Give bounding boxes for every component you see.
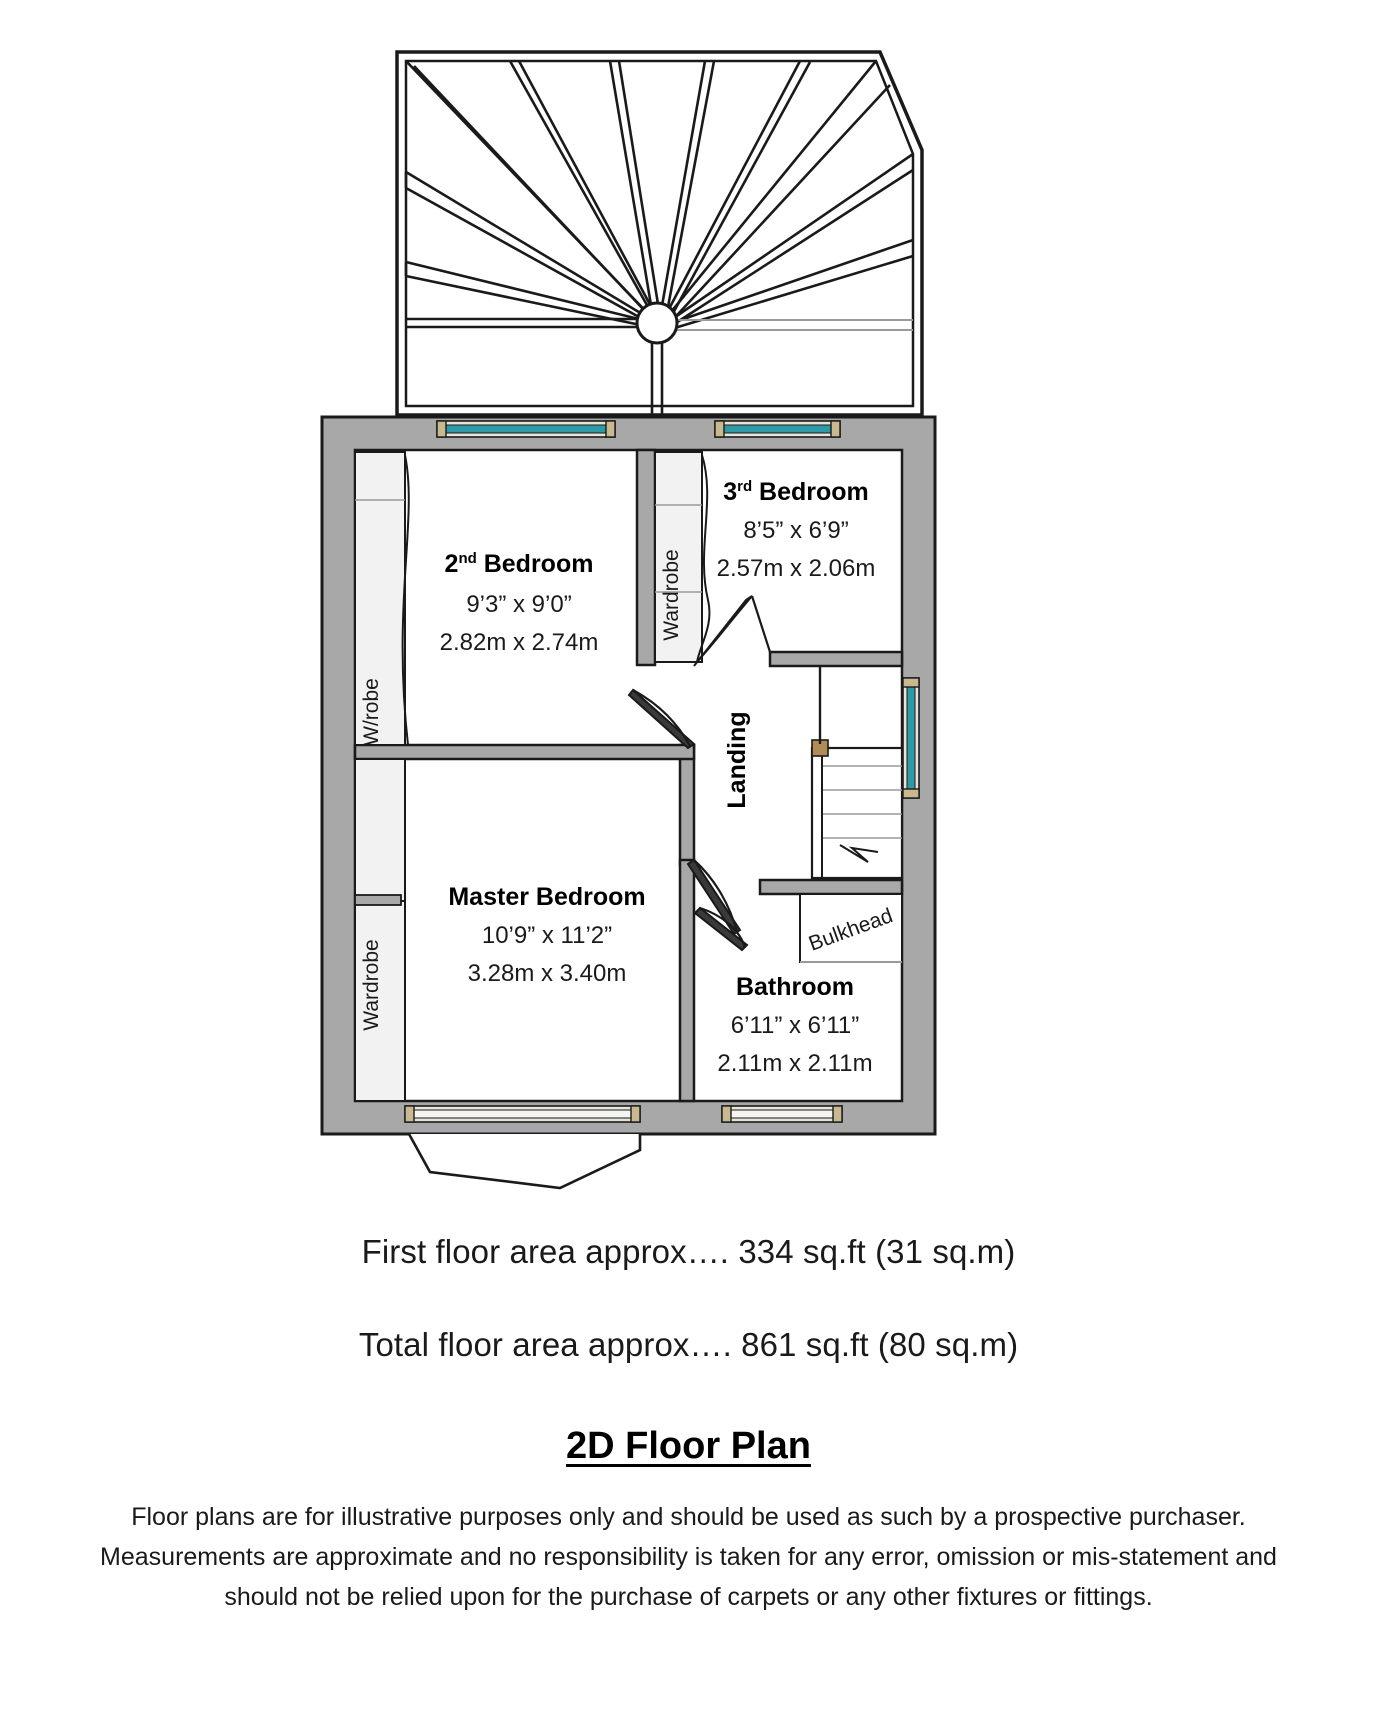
room-label-second-bedroom: 2nd Bedroom 9’3” x 9’0” 2.82m x 2.74m	[440, 550, 599, 656]
window-second-bedroom-top	[436, 420, 616, 438]
landing-outline	[692, 595, 772, 748]
second-bedroom-name-rest: Bedroom	[477, 550, 594, 578]
total-floor-area-text: Total floor area approx…. 861 sq.ft (80 …	[358, 1326, 1019, 1363]
door-third-bedroom	[693, 595, 753, 667]
svg-text:2nd Bedroom: 2nd Bedroom	[445, 550, 594, 578]
master-bedroom-dim-imperial: 10’9” x 11’2”	[482, 922, 612, 949]
disclaimer-line-3: should not be relied upon for the purcha…	[224, 1583, 1153, 1611]
building-envelope	[320, 415, 937, 1136]
bulkhead-area	[799, 893, 903, 963]
window-landing-right	[902, 677, 920, 799]
wardrobe-second-bedroom	[354, 451, 410, 746]
bay-window-outline	[407, 1133, 642, 1190]
window-master-bedroom-bottom	[404, 1105, 641, 1123]
wardrobe-third-bedroom-label: Wardrobe	[660, 549, 683, 640]
third-bedroom-dim-imperial: 8’5” x 6’9”	[743, 517, 848, 544]
room-label-bathroom: Bathroom 6’11” x 6’11” 2.11m x 2.11m	[717, 973, 872, 1077]
bathroom-name: Bathroom	[736, 973, 854, 1001]
stair-fan-diagram	[395, 50, 924, 417]
bathroom-dim-metric: 2.11m x 2.11m	[717, 1050, 872, 1077]
second-bedroom-name-suffix: nd	[458, 550, 476, 567]
master-bedroom-name: Master Bedroom	[448, 883, 645, 911]
landing-label: Landing	[723, 711, 751, 808]
third-bedroom-name-number: 3	[723, 478, 737, 506]
second-bedroom-dim-metric: 2.82m x 2.74m	[440, 629, 599, 656]
door-bathroom	[693, 906, 749, 952]
stair-newel-post	[635, 301, 679, 345]
second-bedroom-name-number: 2	[445, 550, 459, 578]
third-bedroom-name-suffix: rd	[737, 478, 752, 495]
plan-title-block: 2D Floor Plan	[0, 1425, 1377, 1468]
disclaimer-block: Floor plans are for illustrative purpose…	[0, 1497, 1377, 1617]
room-label-master-bedroom: Master Bedroom 10’9” x 11’2” 3.28m x 3.4…	[448, 883, 645, 987]
window-third-bedroom-top	[714, 420, 841, 438]
svg-text:3rd Bedroom: 3rd Bedroom	[723, 478, 869, 506]
first-floor-area-text: First floor area approx…. 334 sq.ft (31 …	[361, 1233, 1016, 1270]
wardrobe-master-bedroom-label: Wardrobe	[360, 939, 383, 1030]
door-second-bedroom	[627, 688, 696, 750]
room-label-third-bedroom: 3rd Bedroom 8’5” x 6’9” 2.57m x 2.06m	[717, 478, 876, 582]
third-bedroom-name-rest: Bedroom	[752, 478, 869, 506]
wrobe-second-bedroom-label: W/robe	[360, 678, 383, 746]
second-bedroom-dim-imperial: 9’3” x 9’0”	[466, 591, 571, 618]
disclaimer-line-2: Measurements are approximate and no resp…	[100, 1543, 1277, 1571]
wardrobe-master-bedroom	[354, 758, 406, 1102]
floor-plan-drawing: 2nd Bedroom 9’3” x 9’0” 2.82m x 2.74m 3r…	[320, 50, 937, 1190]
staircase-down	[810, 666, 904, 880]
third-bedroom-dim-metric: 2.57m x 2.06m	[717, 555, 876, 582]
wardrobe-third-bedroom	[654, 451, 711, 663]
disclaimer-line-1: Floor plans are for illustrative purpose…	[131, 1503, 1246, 1531]
bathroom-dim-imperial: 6’11” x 6’11”	[731, 1012, 860, 1039]
master-bedroom-dim-metric: 3.28m x 3.40m	[468, 960, 627, 987]
page-title: 2D Floor Plan	[566, 1425, 811, 1467]
window-bathroom-bottom	[721, 1105, 843, 1123]
